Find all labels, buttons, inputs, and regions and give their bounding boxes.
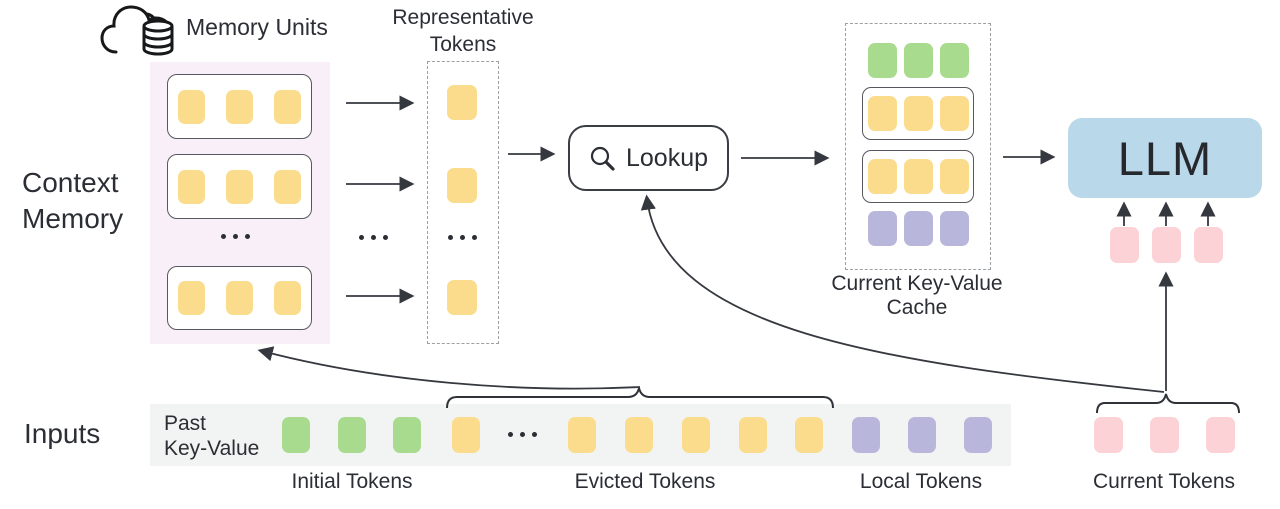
evicted-token	[795, 417, 823, 453]
kv-token	[939, 159, 969, 194]
cache-memory-unit	[862, 150, 974, 203]
kv-token	[226, 169, 253, 204]
kv-token	[939, 43, 969, 78]
representative-token	[447, 168, 477, 203]
kv-token	[867, 211, 897, 246]
current-token	[1152, 227, 1181, 263]
current-kv-cache-box	[845, 23, 991, 270]
representative-tokens-box	[427, 61, 499, 344]
cache-local-row	[846, 211, 990, 246]
inputs-label: Inputs	[24, 418, 101, 449]
kv-token	[274, 169, 301, 204]
kv-token	[939, 96, 969, 131]
local-tokens-label: Local Tokens	[859, 470, 983, 493]
kv-token	[867, 96, 897, 131]
kv-token	[903, 43, 933, 78]
kv-token	[903, 96, 933, 131]
current-token	[1110, 227, 1139, 263]
representative-token	[447, 280, 477, 315]
past-key-value-label: Past Key-Value	[164, 412, 260, 460]
current-tokens-brace	[1096, 393, 1240, 414]
kv-token	[226, 281, 253, 315]
magnifier-icon	[590, 146, 615, 171]
initial-tokens-label: Initial Tokens	[291, 470, 413, 493]
current-token	[1150, 417, 1179, 453]
context-memory-panel	[150, 62, 330, 344]
evicted-token	[452, 417, 480, 453]
representative-token	[447, 85, 477, 120]
ellipsis-icon	[359, 235, 388, 240]
local-token	[964, 417, 992, 453]
kv-token	[939, 211, 969, 246]
kv-token	[867, 159, 897, 194]
current-token	[1194, 227, 1223, 263]
lookup-button: Lookup	[568, 125, 729, 191]
memory-unit-row	[167, 266, 312, 330]
memory-unit-row	[167, 154, 312, 219]
kv-token	[178, 89, 205, 124]
kv-token	[903, 211, 933, 246]
evicted-token	[568, 417, 596, 453]
evicted-token	[682, 417, 710, 453]
current-token	[1206, 417, 1235, 453]
local-token	[852, 417, 880, 453]
evicted-token	[739, 417, 767, 453]
arrow-evicted-to-memory	[257, 346, 641, 390]
ellipsis-icon	[508, 432, 537, 437]
llm-label: LLM	[1117, 131, 1213, 185]
current-kv-cache-label: Current Key-Value Cache	[831, 272, 1003, 319]
past-kv-strip: Past Key-Value	[150, 404, 1011, 466]
representative-tokens-label: Representative Tokens	[392, 6, 534, 56]
current-token	[1094, 417, 1123, 453]
evicted-token	[625, 417, 653, 453]
initial-token	[338, 417, 366, 453]
llm-box: LLM	[1068, 118, 1262, 198]
initial-token	[282, 417, 310, 453]
kv-token	[274, 281, 301, 315]
kv-token	[867, 43, 897, 78]
kv-token	[226, 89, 253, 124]
cache-memory-unit	[862, 87, 974, 140]
kv-token	[178, 281, 205, 315]
current-tokens-label: Current Tokens	[1092, 470, 1236, 493]
evicted-tokens-label: Evicted Tokens	[574, 470, 716, 493]
cloud-database-icon	[100, 5, 174, 56]
context-memory-label: Context Memory	[22, 167, 124, 234]
memory-units-label: Memory Units	[186, 14, 328, 40]
initial-token	[393, 417, 421, 453]
kv-token	[178, 169, 205, 204]
cache-initial-row	[846, 43, 990, 78]
memory-unit-row	[167, 74, 312, 139]
kv-token	[274, 89, 301, 124]
lookup-label: Lookup	[625, 143, 709, 172]
ellipsis-icon	[221, 234, 250, 239]
kv-token	[903, 159, 933, 194]
ellipsis-icon	[448, 235, 477, 240]
local-token	[908, 417, 936, 453]
